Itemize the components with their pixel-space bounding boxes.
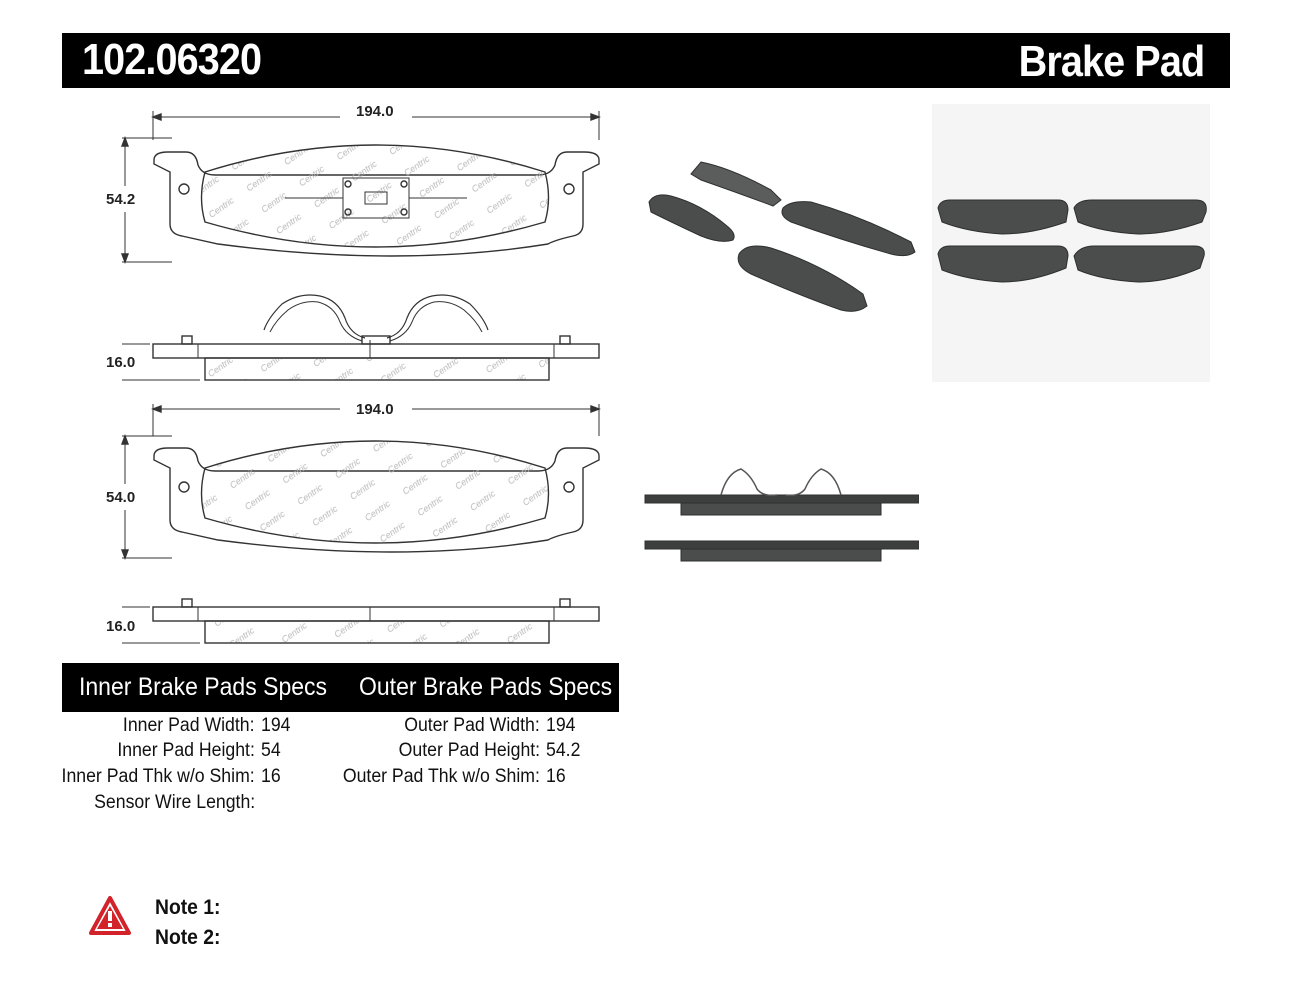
outer-spec-label: Outer Pad Thk w/o Shim: xyxy=(342,766,540,787)
inner-spec-label: Inner Pad Height: xyxy=(117,740,255,761)
header-bar: 102.06320 Brake Pad xyxy=(62,33,1230,88)
outer-specs-title: Outer Brake Pads Specs xyxy=(359,673,613,701)
product-photo-angled xyxy=(641,104,917,348)
inner-spec-label: Inner Pad Width: xyxy=(123,715,255,736)
product-photo-side xyxy=(641,455,920,585)
outer-pad-drawing xyxy=(120,111,601,264)
technical-drawings: Centric 194.0 54.2 xyxy=(106,103,601,644)
inner-specs-title: Inner Brake Pads Specs xyxy=(79,673,328,701)
inner-width-dim: 194.0 xyxy=(356,401,394,418)
inner-spec-label: Inner Pad Thk w/o Shim: xyxy=(61,766,255,787)
inner-spec-value: 54 xyxy=(261,740,281,761)
part-number: 102.06320 xyxy=(82,35,262,84)
outer-pad-side-drawing xyxy=(122,294,600,381)
outer-spec-label: Outer Pad Width: xyxy=(404,715,540,736)
inner-pad-drawing xyxy=(120,404,601,560)
outer-width-dim: 194.0 xyxy=(356,103,394,120)
outer-spec-value: 16 xyxy=(546,766,566,787)
outer-spec-label: Outer Pad Height: xyxy=(398,740,540,761)
specs-header-bar: Inner Brake Pads Specs Outer Brake Pads … xyxy=(62,663,619,712)
inner-spec-label: Sensor Wire Length: xyxy=(93,792,255,813)
product-type: Brake Pad xyxy=(1018,37,1205,86)
warning-icon xyxy=(89,896,131,935)
inner-spec-value: 194 xyxy=(261,715,291,736)
inner-pad-side-drawing xyxy=(122,598,600,644)
inner-spec-value: 16 xyxy=(261,766,281,787)
outer-spec-value: 194 xyxy=(546,715,576,736)
outer-spec-value: 54.2 xyxy=(546,740,581,761)
inner-thickness-dim: 16.0 xyxy=(106,618,135,635)
outer-thickness-dim: 16.0 xyxy=(106,354,135,371)
outer-height-dim: 54.2 xyxy=(106,191,135,208)
inner-height-dim: 54.0 xyxy=(106,489,135,506)
product-photo-flat xyxy=(932,104,1210,382)
note-1: Note 1: xyxy=(155,896,221,919)
note-2: Note 2: xyxy=(155,926,221,949)
